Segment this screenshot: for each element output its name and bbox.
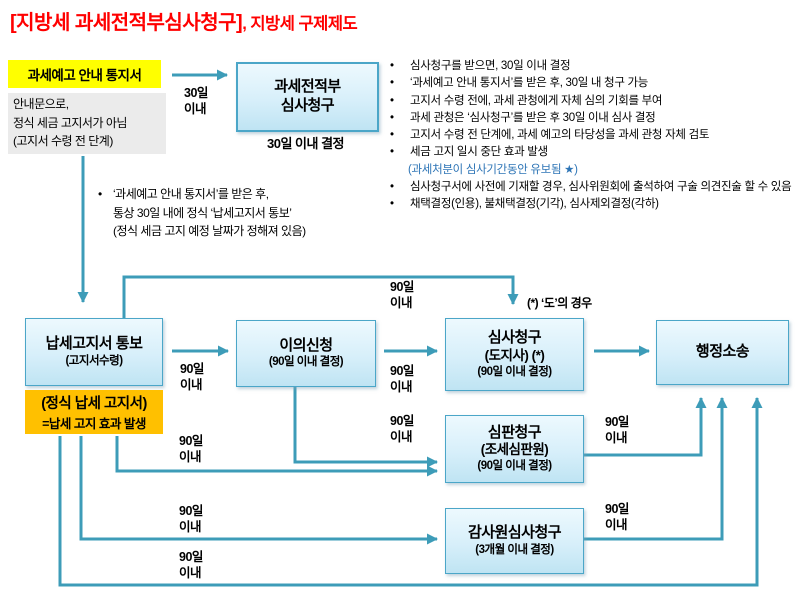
connector-judgment-lawsuit bbox=[583, 397, 707, 457]
label-90days-audit-lawsuit: 90일 이내 bbox=[605, 502, 629, 532]
pre-review-caption: 30일 이내 결정 bbox=[267, 136, 344, 151]
box-title: 행정소송 bbox=[695, 343, 750, 361]
connector-audit-lawsuit bbox=[583, 397, 728, 541]
box-title: 이의신청 bbox=[279, 336, 333, 354]
bullet-icon: • bbox=[390, 180, 394, 193]
list-item: • 고지서 수령 전에, 과세 관청에게 자체 심의 기회를 부여 bbox=[388, 93, 796, 110]
label-90days-top: 90일 이내 bbox=[390, 280, 414, 310]
box-subtitle2: (90일 이내 결정) bbox=[477, 365, 552, 378]
box-subtitle: (3개월 이내 결정) bbox=[475, 543, 554, 556]
review-note: (*) ‘도’의 경우 bbox=[527, 296, 592, 310]
label-90days-notice-objection: 90일 이내 bbox=[180, 362, 204, 392]
list-item: • 채택결정(인용), 불채택결정(기각), 심사제외결정(각하) bbox=[388, 196, 796, 213]
box-title: 과세전적부 심사청구 bbox=[274, 78, 341, 114]
bullet-icon: • bbox=[390, 198, 394, 210]
box-title: 감사원심사청구 bbox=[467, 524, 562, 542]
connector-objection-judgment bbox=[293, 385, 438, 468]
notice-box: 납세고지서 통보 (고지서수령) bbox=[25, 318, 163, 386]
bullet-text: 심사청구서에 사전에 기재할 경우, 심사위원회에 출석하여 구술 의견진술 할… bbox=[410, 180, 792, 193]
bullet-text: 심사청구를 받으면, 30일 이내 결정 bbox=[410, 60, 571, 72]
page-title-sub: , 지방세 구제제도 bbox=[242, 15, 358, 33]
list-item: • ‘과세예고 안내 통지서’를 받은 후, 30일 내 청구 가능 bbox=[388, 75, 796, 92]
box-title: 납세고지서 통보 bbox=[45, 335, 143, 353]
connector-notice-top-review bbox=[122, 275, 519, 318]
page-title: [지방세 과세전적부심사청구], 지방세 구제제도 bbox=[10, 6, 358, 35]
bullet-icon: • bbox=[390, 146, 394, 159]
box-subtitle: (조세심판원) bbox=[480, 442, 549, 458]
pre-notice-description: 안내문으로, 정식 세금 고지서가 아님 (고지서 수령 전 단계) bbox=[8, 93, 166, 154]
label-90days-objection-judgment: 90일 이내 bbox=[390, 414, 414, 444]
box-title: 심판청구 bbox=[487, 423, 542, 441]
bullet-icon: • bbox=[390, 60, 394, 72]
bullet-text: 과세 관청은 ‘심사청구’를 받은 후 30일 이내 심사 결정 bbox=[410, 111, 656, 124]
box-title: 심사청구 bbox=[487, 329, 542, 347]
mid-note-text: ‘과세예고 안내 통지서’를 받은 후, 통상 30일 내에 정식 ‘납세고지서… bbox=[113, 187, 306, 239]
list-item: • 세금 고지 일시 중단 효과 발생 bbox=[388, 144, 796, 161]
bullet-text: 고지서 수령 전에, 과세 관청에게 자체 심의 기회를 부여 bbox=[410, 94, 663, 107]
pre-notice-box: 과세예고 안내 통지서 bbox=[8, 60, 161, 88]
label-90days-objection-review: 90일 이내 bbox=[390, 364, 414, 394]
connector-notice-judgment bbox=[115, 436, 438, 477]
label-90days-notice-lawsuit: 90일 이내 bbox=[179, 550, 203, 580]
bullet-text: ‘과세예고 안내 통지서’를 받은 후, 30일 내 청구 가능 bbox=[410, 77, 649, 90]
box-subtitle: (고지서수령) bbox=[65, 354, 123, 367]
box-subtitle2: (90일 이내 결정) bbox=[477, 460, 552, 473]
bullet-icon: • bbox=[98, 187, 102, 201]
pre-review-box: 과세전적부 심사청구 bbox=[236, 62, 379, 132]
box-subtitle: (90일 이내 결정) bbox=[268, 356, 344, 369]
connector-notice-lawsuit bbox=[58, 397, 763, 587]
objection-box: 이의신청 (90일 이내 결정) bbox=[236, 320, 376, 387]
formal-notice-box: (정식 납세 고지서) =납세 고지 효과 발생 bbox=[25, 390, 163, 434]
list-item: • 심사청구서에 사전에 기재할 경우, 심사위원회에 출석하여 구술 의견진술 … bbox=[388, 179, 796, 196]
bullet-text: 고지서 수령 전 단계에, 과세 예고의 타당성을 과세 관청 자체 검토 bbox=[410, 129, 710, 141]
list-item: • 심사청구를 받으면, 30일 이내 결정 bbox=[388, 58, 796, 75]
label-30days: 30일 이내 bbox=[184, 86, 208, 116]
connector-notice-audit bbox=[79, 436, 438, 545]
list-item: • 고지서 수령 전 단계에, 과세 예고의 타당성을 과세 관청 자체 검토 bbox=[388, 127, 796, 144]
label-90days-judgment-lawsuit: 90일 이내 bbox=[605, 415, 629, 445]
mid-note: • ‘과세예고 안내 통지서’를 받은 후, 통상 30일 내에 정식 ‘납세고… bbox=[96, 185, 306, 241]
blue-note: (과세처분이 심사기간동안 유보됨 ★) bbox=[408, 163, 578, 176]
orange-line1: (정식 납세 고지서) bbox=[41, 396, 147, 412]
review-request-box: 심사청구 (도지사) (*) (90일 이내 결정) bbox=[445, 318, 584, 391]
judgment-request-box: 심판청구 (조세심판원) (90일 이내 결정) bbox=[445, 415, 584, 483]
bullet-icon: • bbox=[390, 94, 394, 107]
audit-request-box: 감사원심사청구 (3개월 이내 결정) bbox=[445, 508, 584, 574]
bullet-icon: • bbox=[390, 129, 394, 141]
lawsuit-box: 행정소송 bbox=[656, 320, 789, 385]
bullet-text: 채택결정(인용), 불채택결정(기각), 심사제외결정(각하) bbox=[410, 198, 659, 210]
label-90days-notice-judgment: 90일 이내 bbox=[179, 434, 203, 464]
label-90days-notice-audit: 90일 이내 bbox=[179, 504, 203, 534]
bullet-icon: • bbox=[390, 111, 394, 124]
bullet-icon: • bbox=[390, 77, 394, 90]
info-panel: • 심사청구를 받으면, 30일 이내 결정 • ‘과세예고 안내 통지서’를 받은… bbox=[388, 58, 796, 213]
list-item: • 과세 관청은 ‘심사청구’를 받은 후 30일 이내 심사 결정 bbox=[388, 110, 796, 127]
orange-line2: =납세 고지 효과 발생 bbox=[42, 417, 146, 431]
box-subtitle: (도지사) (*) bbox=[484, 347, 545, 363]
page-title-main: [지방세 과세전적부심사청구] bbox=[10, 12, 243, 34]
bullet-text: 세금 고지 일시 중단 효과 발생 bbox=[410, 146, 548, 159]
